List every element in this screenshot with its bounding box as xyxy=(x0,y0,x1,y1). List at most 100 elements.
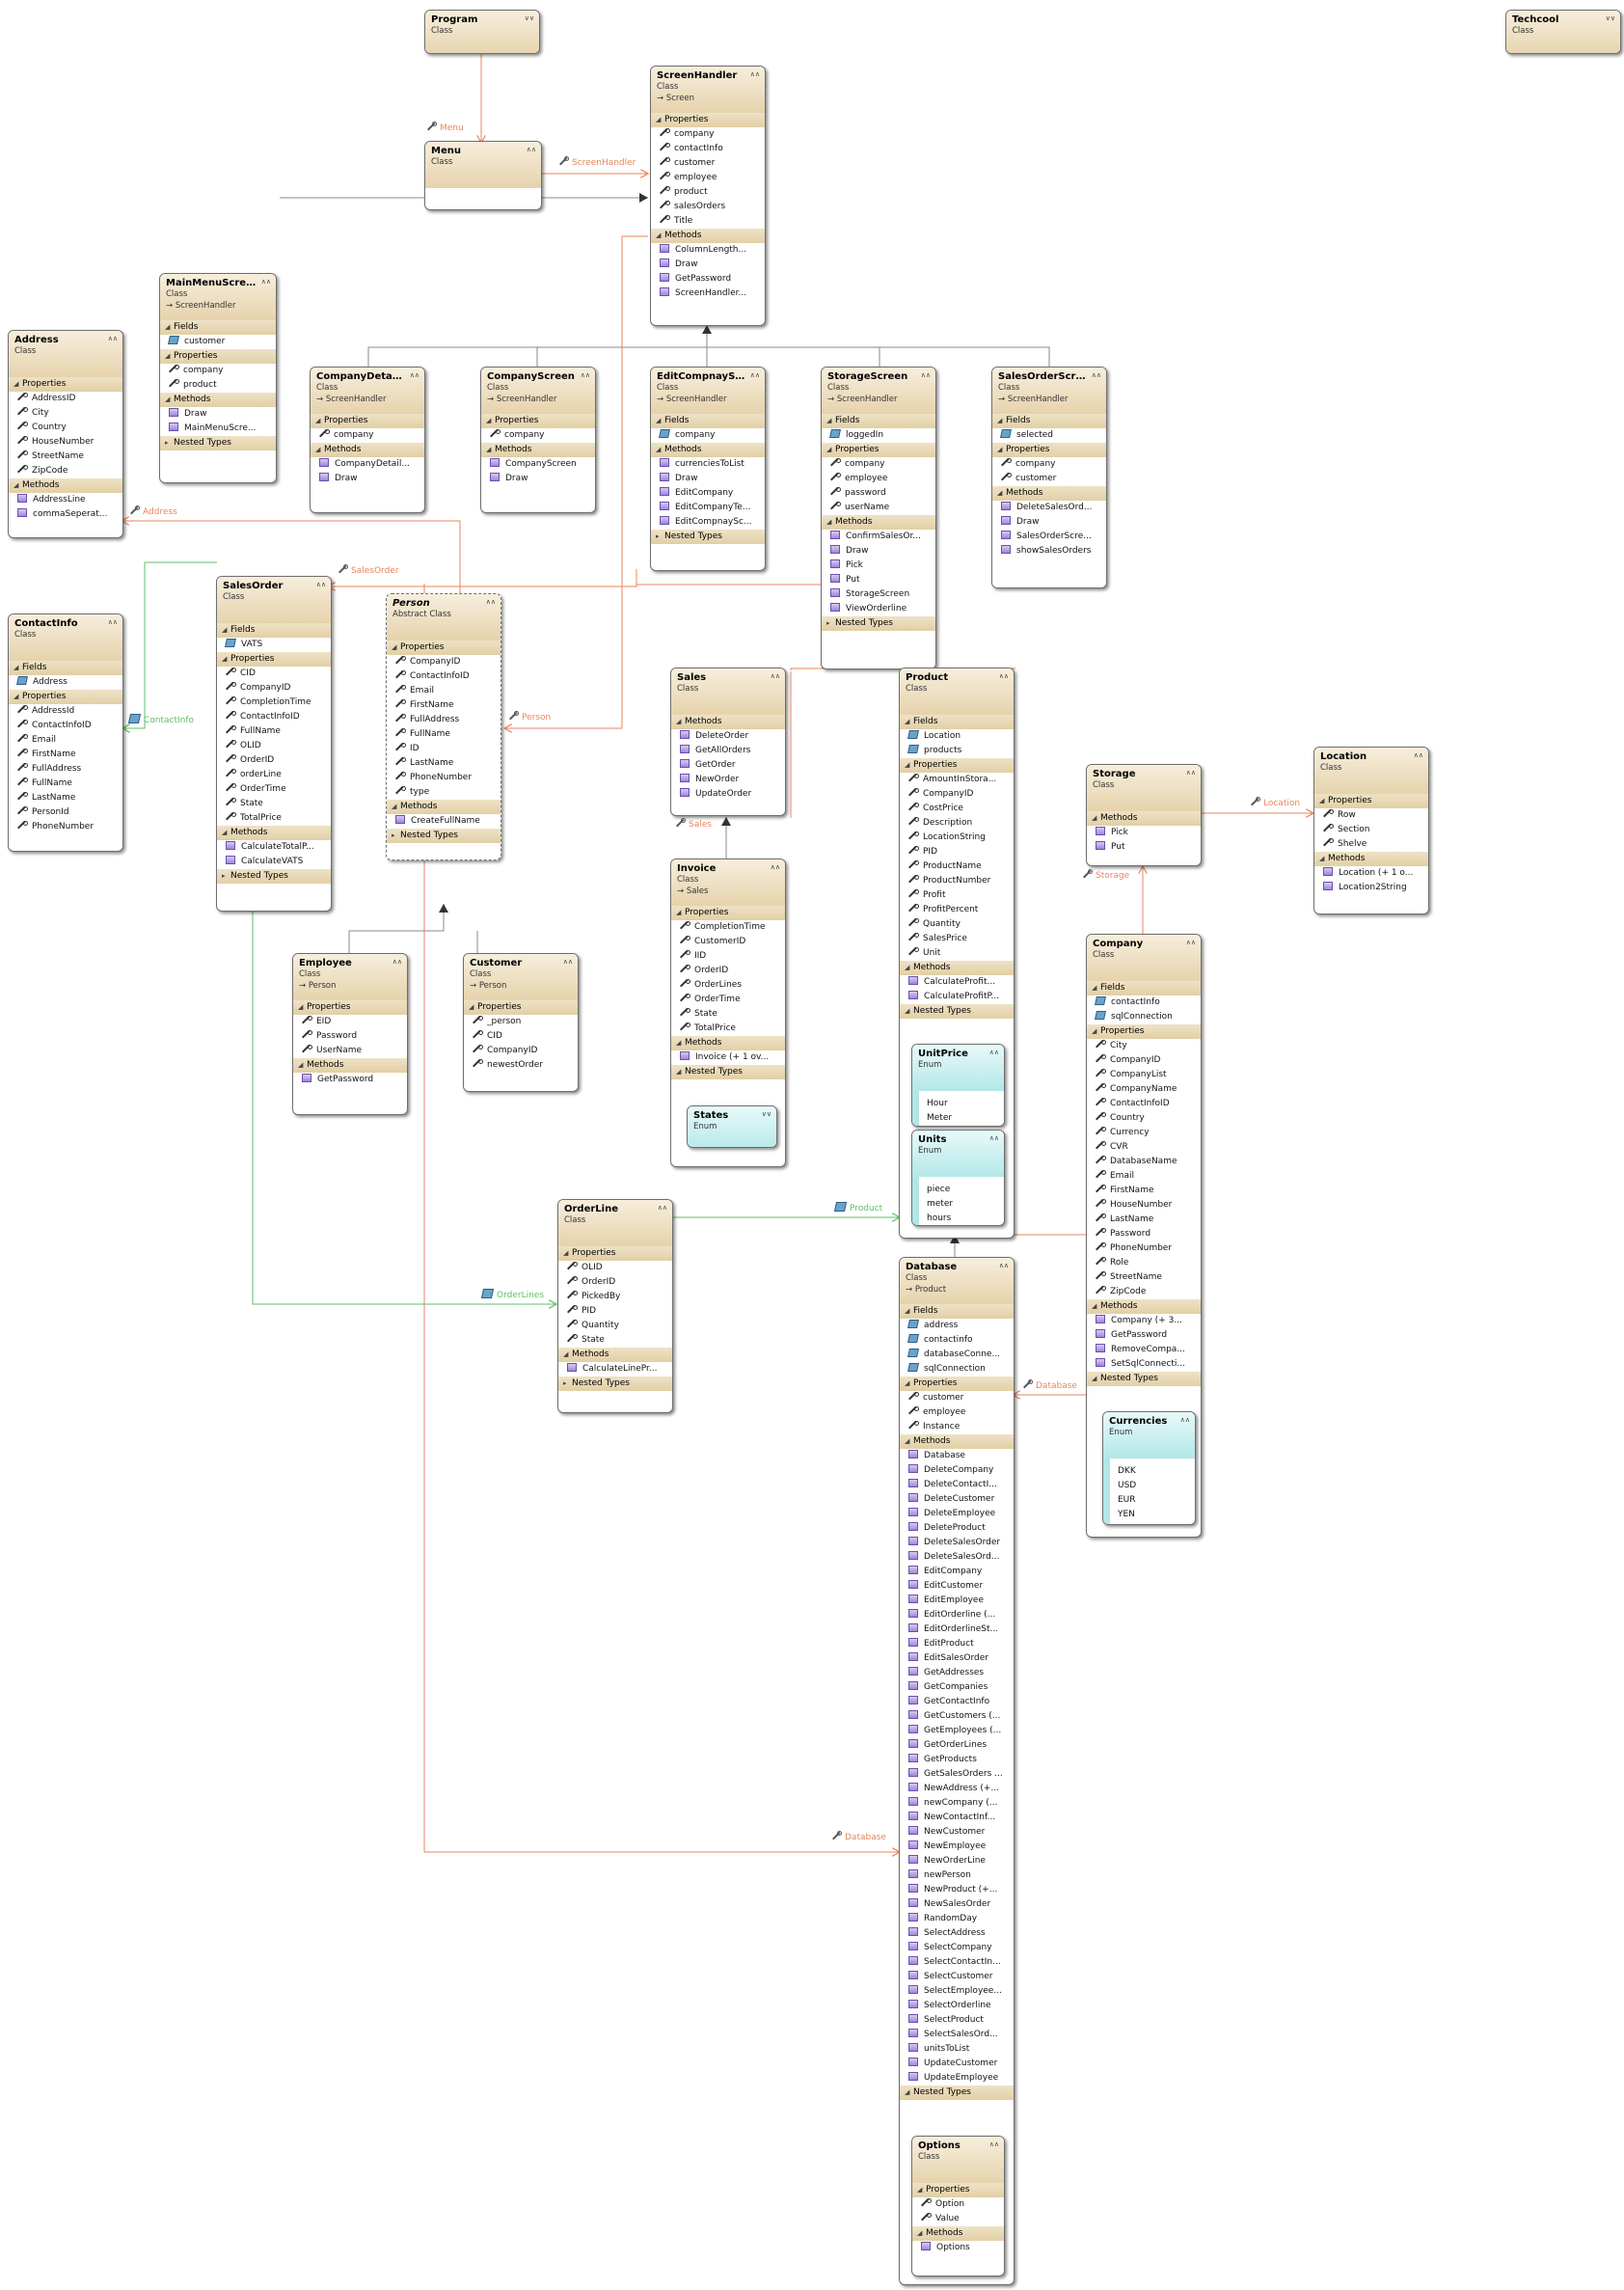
collapse-arrow-icon[interactable]: ◢ xyxy=(905,761,910,769)
member-row[interactable]: HouseNumber xyxy=(9,435,122,450)
compartment-header-methods[interactable]: ◢Methods xyxy=(293,1058,407,1073)
member-row[interactable]: OrderID xyxy=(671,964,785,978)
member-row[interactable]: SetSqlConnecti... xyxy=(1087,1357,1201,1372)
member-row[interactable]: CustomerID xyxy=(671,935,785,949)
member-row[interactable]: CalculateProfitP... xyxy=(900,990,1014,1004)
member-row[interactable]: Location2String xyxy=(1314,881,1428,895)
member-row[interactable]: ZipCode xyxy=(1087,1285,1201,1299)
member-row[interactable]: Put xyxy=(822,573,935,587)
collapse-arrow-icon[interactable]: ◢ xyxy=(14,664,19,671)
compartment-header-properties[interactable]: ◢Properties xyxy=(900,758,1014,773)
compartment-header-nested-types[interactable]: ◢Nested Types xyxy=(671,1065,785,1079)
member-row[interactable]: PhoneNumber xyxy=(1087,1241,1201,1256)
member-row[interactable]: State xyxy=(558,1333,672,1348)
member-row[interactable]: type xyxy=(387,785,501,800)
assoc-label-product[interactable]: Product xyxy=(833,1202,882,1213)
compartment-header-properties[interactable]: ◢Properties xyxy=(387,641,501,655)
assoc-label-screenhandler[interactable]: ScreenHandler xyxy=(558,156,636,168)
collapse-arrow-icon[interactable]: ◢ xyxy=(165,323,171,331)
member-row[interactable]: contactInfo xyxy=(651,142,765,156)
member-row[interactable]: LastName xyxy=(387,756,501,771)
collapse-arrow-icon[interactable]: ◢ xyxy=(905,2088,910,2096)
collapse-arrow-icon[interactable]: ◢ xyxy=(905,1379,910,1387)
member-row[interactable]: UpdateOrder xyxy=(671,787,785,802)
member-row[interactable]: HouseNumber xyxy=(1087,1198,1201,1213)
collapse-arrow-icon[interactable]: ◢ xyxy=(997,446,1003,453)
member-row[interactable]: GetAllOrders xyxy=(671,744,785,758)
member-row[interactable]: Draw xyxy=(311,472,424,486)
assoc-label-sales[interactable]: Sales xyxy=(675,818,712,830)
member-row[interactable]: CompanyID xyxy=(900,787,1014,802)
enum-value[interactable]: Meter xyxy=(912,1111,1004,1126)
member-row[interactable]: Draw xyxy=(992,515,1106,530)
member-row[interactable]: commaSeperat... xyxy=(9,507,122,522)
member-row[interactable]: NewContactInf... xyxy=(900,1811,1014,1825)
member-row[interactable]: CompanyDetail... xyxy=(311,457,424,472)
collapse-arrow-icon[interactable]: ◢ xyxy=(656,417,662,424)
member-row[interactable]: ProductName xyxy=(900,859,1014,874)
member-row[interactable]: SelectOrderline xyxy=(900,1999,1014,2013)
member-row[interactable]: products xyxy=(900,744,1014,758)
member-row[interactable]: Password xyxy=(293,1029,407,1044)
collapse-arrow-icon[interactable]: ◢ xyxy=(222,829,228,836)
compartment-header-properties[interactable]: ◢Properties xyxy=(9,377,122,392)
member-row[interactable]: EditCompany xyxy=(651,486,765,501)
collapse-chevron-icon[interactable]: ∧∧ xyxy=(657,1204,667,1212)
member-row[interactable]: FirstName xyxy=(387,698,501,713)
member-row[interactable]: SelectCustomer xyxy=(900,1970,1014,1984)
member-row[interactable]: Email xyxy=(9,733,122,748)
member-row[interactable]: City xyxy=(1087,1039,1201,1053)
member-row[interactable]: loggedIn xyxy=(822,428,935,443)
expand-arrow-icon[interactable]: ▸ xyxy=(392,831,395,839)
member-row[interactable]: showSalesOrders xyxy=(992,544,1106,559)
member-row[interactable]: newPerson xyxy=(900,1868,1014,1883)
compartment-header-methods[interactable]: ◢Methods xyxy=(822,515,935,530)
member-row[interactable]: Currency xyxy=(1087,1126,1201,1140)
member-row[interactable]: CalculateTotalP... xyxy=(217,840,331,855)
member-row[interactable]: AddressLine xyxy=(9,493,122,507)
collapse-chevron-icon[interactable]: ∧∧ xyxy=(392,958,402,966)
member-row[interactable]: TotalPrice xyxy=(671,1022,785,1036)
compartment-header-methods[interactable]: ◢Methods xyxy=(160,393,276,407)
member-row[interactable]: CreateFullName xyxy=(387,814,501,829)
assoc-label-contactinfo[interactable]: ContactInfo xyxy=(127,714,194,725)
collapse-arrow-icon[interactable]: ◢ xyxy=(298,1061,304,1069)
member-row[interactable]: EditCustomer xyxy=(900,1579,1014,1594)
collapse-arrow-icon[interactable]: ◢ xyxy=(905,1437,910,1445)
enum-value[interactable]: Hour xyxy=(912,1097,1004,1111)
collapse-chevron-icon[interactable]: ∧∧ xyxy=(1185,769,1196,777)
compartment-header-methods[interactable]: ◢Methods xyxy=(671,715,785,729)
member-row[interactable]: NewCustomer xyxy=(900,1825,1014,1840)
member-row[interactable]: EID xyxy=(293,1015,407,1029)
collapse-chevron-icon[interactable]: ∧∧ xyxy=(107,335,118,342)
collapse-arrow-icon[interactable]: ◢ xyxy=(676,718,682,725)
collapse-arrow-icon[interactable]: ◢ xyxy=(905,718,910,725)
collapse-arrow-icon[interactable]: ◢ xyxy=(14,481,19,489)
member-row[interactable]: Pick xyxy=(822,559,935,573)
member-row[interactable]: EditCompnaySc... xyxy=(651,515,765,530)
member-row[interactable]: EditProduct xyxy=(900,1637,1014,1651)
collapse-chevron-icon[interactable]: ∧∧ xyxy=(107,618,118,626)
compartment-header-nested-types[interactable]: ▸Nested Types xyxy=(651,530,765,544)
class-box-editcompany[interactable]: EditCompnayScr...Class→ ScreenHandler∧∧◢… xyxy=(650,367,766,571)
assoc-label-salesorder[interactable]: SalesOrder xyxy=(338,564,399,576)
member-row[interactable]: FullName xyxy=(217,724,331,739)
collapse-chevron-icon[interactable]: ∧∧ xyxy=(260,278,271,286)
member-row[interactable]: CompanyList xyxy=(1087,1068,1201,1082)
member-row[interactable]: UpdateCustomer xyxy=(900,2057,1014,2071)
member-row[interactable]: SelectSalesOrd... xyxy=(900,2028,1014,2042)
collapse-arrow-icon[interactable]: ◢ xyxy=(165,395,171,403)
collapse-arrow-icon[interactable]: ◢ xyxy=(315,446,321,453)
collapse-arrow-icon[interactable]: ◢ xyxy=(486,446,492,453)
member-row[interactable]: EditOrderline (... xyxy=(900,1608,1014,1622)
member-row[interactable]: LastName xyxy=(9,791,122,805)
collapse-chevron-icon[interactable]: ∧∧ xyxy=(562,958,573,966)
member-row[interactable]: Password xyxy=(1087,1227,1201,1241)
collapse-arrow-icon[interactable]: ◢ xyxy=(905,1307,910,1315)
